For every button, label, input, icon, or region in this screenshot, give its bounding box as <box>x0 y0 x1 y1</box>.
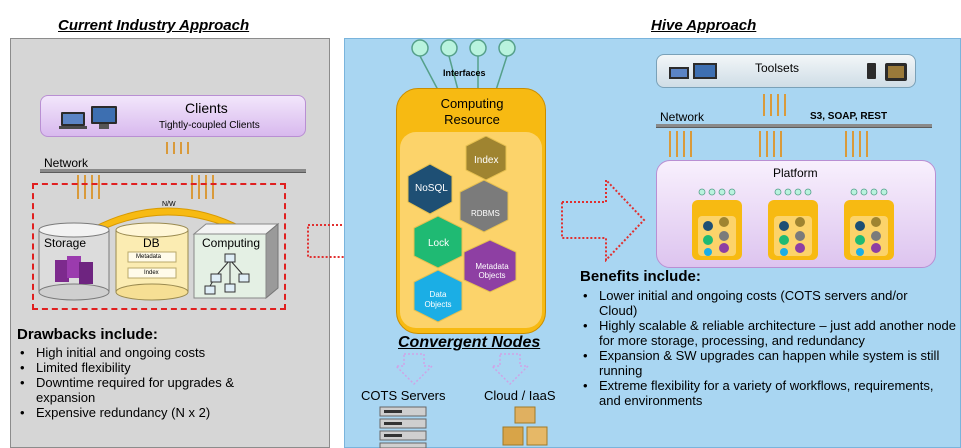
cloud-boxes-icon <box>502 406 548 446</box>
hex-rdbms <box>459 179 509 233</box>
db-metadata-item: Metadata <box>136 254 162 260</box>
computing-resource-label: Computing Resource <box>440 96 504 127</box>
hex-data <box>413 269 463 323</box>
tightly-coupled-systems-box <box>32 183 286 310</box>
benefits-title: Benefits include: <box>580 268 701 285</box>
nw-bridge-label: N/W <box>162 201 176 208</box>
toolsets-label: Toolsets <box>755 61 800 75</box>
computing-label: Computing <box>202 236 261 250</box>
hex-metadata <box>463 239 517 293</box>
toolsets-box: Toolsets <box>656 54 916 88</box>
benefit-item: Expansion & SW upgrades can happen while… <box>581 348 956 378</box>
hex-nosql <box>407 163 453 215</box>
platform-label: Platform <box>773 166 818 180</box>
cloud-iaas-label: Cloud / IaaS <box>484 388 556 403</box>
db-index-item: Index <box>144 270 159 276</box>
db-label: DB <box>143 236 160 250</box>
network-storage-arrows <box>77 175 214 199</box>
clients-subtitle: Tightly-coupled Clients <box>159 120 260 131</box>
right-section-header: Hive Approach <box>651 17 757 34</box>
drawbacks-title: Drawbacks include: <box>17 326 158 343</box>
right-network-label: Network <box>660 110 705 124</box>
storage-cylinder <box>38 222 110 301</box>
benefits-list: Lower initial and ongoing costs (COTS se… <box>581 288 956 408</box>
hex-data-label: Data Objects <box>424 290 452 309</box>
clients-box: Clients Tightly-coupled Clients <box>40 95 306 137</box>
cots-servers-label: COTS Servers <box>361 388 446 403</box>
interfaces-label: Interfaces <box>443 68 486 78</box>
left-network-line <box>40 169 306 173</box>
hex-metadata-label: Metadata Objects <box>475 262 509 280</box>
computer-devices-icon <box>59 106 117 129</box>
clients-title: Clients <box>185 100 228 116</box>
platform-nodes <box>692 188 894 260</box>
hex-lock-label: Lock <box>428 238 450 249</box>
drawback-item: Limited flexibility <box>18 360 318 375</box>
benefit-item: Extreme flexibility for a variety of wor… <box>581 378 956 408</box>
hex-index <box>465 136 507 181</box>
drawbacks-list: High initial and ongoing costs Limited f… <box>18 345 318 420</box>
services-hexagons <box>407 136 517 323</box>
drawback-item: Downtime required for upgrades & expansi… <box>18 375 276 405</box>
storage-label: Storage <box>44 236 87 250</box>
computing-cube <box>192 222 280 300</box>
interfaces-connectors <box>411 39 516 91</box>
benefit-item: Highly scalable & reliable architecture … <box>581 318 956 348</box>
drawback-item: Expensive redundancy (N x 2) <box>18 405 318 420</box>
hex-nosql-label: NoSQL <box>415 183 448 194</box>
network-platform-arrows <box>669 131 868 157</box>
db-cylinder <box>115 222 189 301</box>
mobile-devices-icon <box>867 63 907 81</box>
protocols-label: S3, SOAP, REST <box>810 111 888 122</box>
benefit-item: Lower initial and ongoing costs (COTS se… <box>581 288 919 318</box>
convergent-down-arrows <box>394 353 530 386</box>
convergent-nodes-label: Convergent Nodes <box>398 334 541 351</box>
left-section-header: Current Industry Approach <box>58 17 250 34</box>
transition-arrow-right <box>561 178 646 262</box>
right-network-line <box>656 124 932 128</box>
server-rack-icon <box>379 406 427 448</box>
toolsets-network-arrows <box>763 94 786 116</box>
drawback-item: High initial and ongoing costs <box>18 345 318 360</box>
hex-lock <box>413 215 463 269</box>
clients-network-arrows <box>166 142 189 154</box>
left-network-label: Network <box>44 156 89 170</box>
hex-rdbms-label: RDBMS <box>471 209 500 218</box>
workstation-icon <box>669 63 717 79</box>
hex-index-label: Index <box>474 155 499 166</box>
